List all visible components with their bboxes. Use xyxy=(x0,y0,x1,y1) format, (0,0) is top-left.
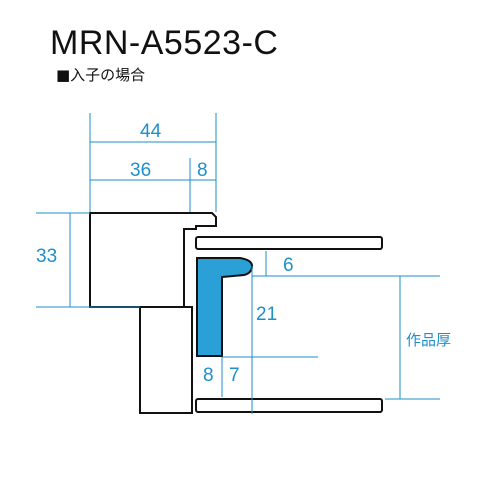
back-panel xyxy=(195,398,383,413)
dimension-lines xyxy=(36,113,440,414)
panels xyxy=(195,236,383,413)
dim-label-7: 7 xyxy=(229,365,240,386)
dim-label-36: 36 xyxy=(130,160,151,181)
dim-label-44: 44 xyxy=(140,121,162,142)
frame-lower-body xyxy=(139,306,193,414)
subtitle-insert-case: ■入子の場合 xyxy=(56,66,146,84)
dim-label-8-bottom: 8 xyxy=(203,365,214,386)
product-code-title: MRN-A5523-C xyxy=(50,24,279,62)
dim-label-21: 21 xyxy=(256,304,277,325)
dim-label-8-top: 8 xyxy=(197,160,208,181)
frame-profile xyxy=(89,212,217,414)
dim-label-artwork-thickness: 作品厚 xyxy=(406,331,451,349)
insert-piece xyxy=(196,257,254,357)
dim-label-6: 6 xyxy=(283,255,294,276)
glass-panel xyxy=(195,236,383,250)
dim-label-33: 33 xyxy=(36,246,57,267)
